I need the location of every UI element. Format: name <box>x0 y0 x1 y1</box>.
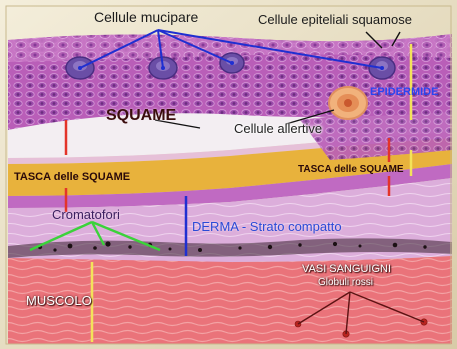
label-cromatofori: Cromatofori <box>52 208 120 221</box>
label-epidermide: EPIDERMIDE <box>370 87 438 98</box>
label-vasi-sanguigni: VASI SANGUIGNI <box>302 264 391 275</box>
label-cellule-mucipare: Cellule mucipare <box>94 10 198 24</box>
label-squame: SQUAME <box>106 108 176 124</box>
label-tasca-left: TASCA delle SQUAME <box>14 172 130 183</box>
label-cellule-epiteliali: Cellule epiteliali squamose <box>258 13 412 26</box>
label-derma: DERMA - Strato compatto <box>192 220 342 233</box>
label-globuli-rossi: Globuli rossi <box>318 278 373 288</box>
label-cellule-allertive: Cellule allertive <box>234 122 322 135</box>
label-muscolo: MUSCOLO <box>26 294 92 307</box>
label-tasca-right: TASCA delle SQUAME <box>298 165 404 175</box>
